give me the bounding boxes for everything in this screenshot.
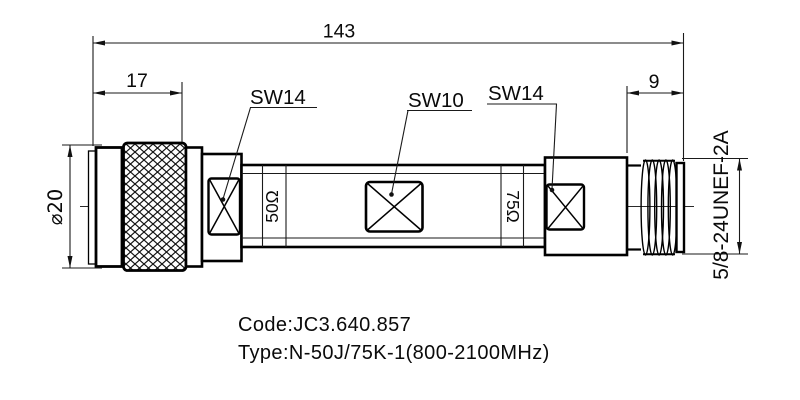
footer-type: Type:N-50J/75K-1(800-2100MHz) (238, 342, 550, 364)
leader-sw14-left (220, 106, 317, 202)
dim-diameter: ⌀20 (44, 189, 67, 226)
adapter-body (87, 141, 686, 272)
knurled-nut (122, 141, 188, 272)
footer-code: Code:JC3.640.857 (238, 314, 411, 336)
drawing-labels: 143 17 9 ⌀20 5/8-24UNEF-2A SW14 SW10 SW1… (44, 21, 733, 365)
n-connector-cap (94, 146, 124, 268)
label-sw10: SW10 (408, 89, 464, 112)
dim-total-length: 143 (323, 21, 356, 43)
wrench-flat-symbol-right (545, 183, 586, 231)
dimension-lines (62, 33, 748, 269)
dim-left-connector: 17 (126, 70, 148, 92)
dim-right-connector: 9 (649, 71, 660, 93)
wrench-flat-symbol-left (207, 177, 242, 236)
back-ring (184, 146, 204, 268)
label-sw14-right: SW14 (488, 82, 544, 105)
dim-thread-spec: 5/8-24UNEF-2A (710, 130, 733, 279)
label-sw14-left: SW14 (250, 86, 306, 109)
wrench-flat-symbol-middle (364, 180, 424, 233)
leader-sw14-right (487, 103, 558, 193)
leader-sw10 (389, 109, 472, 197)
label-impedance-50: 50Ω (262, 190, 282, 223)
threaded-section (640, 159, 678, 256)
end-flange (675, 161, 686, 254)
label-impedance-75: 75Ω (503, 190, 523, 223)
